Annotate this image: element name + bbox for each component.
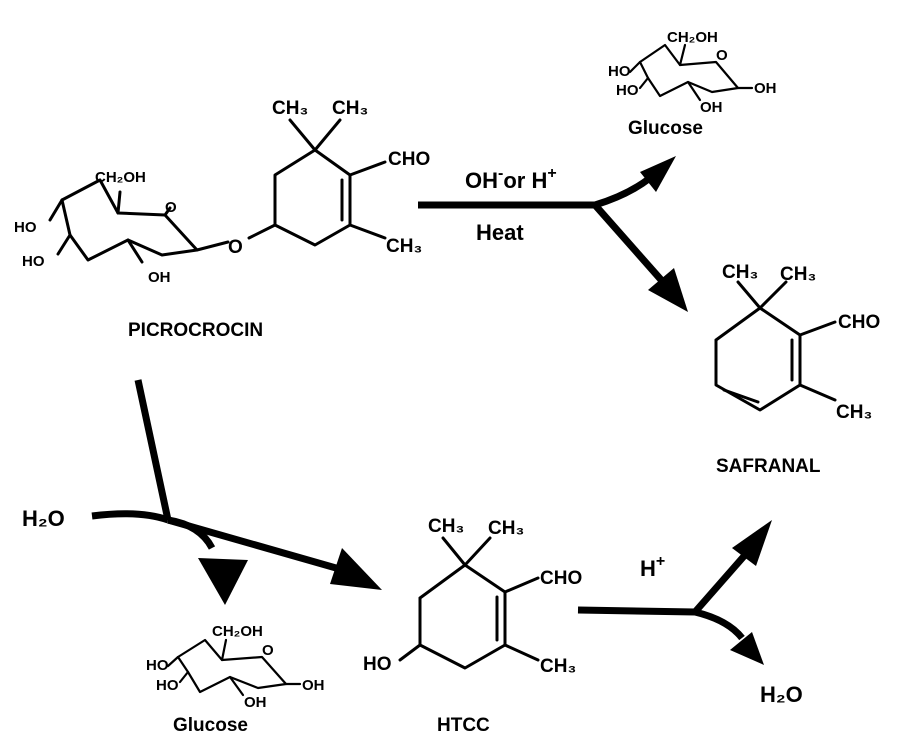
glucose-top-structure (628, 43, 754, 102)
glucose-top-ring-oxygen-label: O (716, 47, 728, 64)
dehydration-acid-label: H+ (640, 553, 665, 581)
picrocrocin-ch3-label-a: CH₃ (272, 98, 308, 119)
glucose-bottom-oh-label-b: OH (302, 677, 325, 694)
hydrolysis-arrows (91, 379, 382, 605)
glucose-bottom-ho-label-b: HO (156, 677, 179, 694)
htcc-ch3-label-b: CH₃ (488, 518, 524, 539)
glucose-top-ch2oh-label: CH₂OH (667, 29, 718, 46)
safranal-structure (714, 280, 837, 412)
dehydration-water-label: H₂O (760, 682, 803, 707)
glucose-bottom-structure (166, 638, 302, 697)
safranal-cho-label: CHO (838, 312, 880, 333)
arrowhead-to-htcc (330, 548, 382, 590)
picrocrocin-oh-label: OH (148, 269, 171, 286)
glucose-top-oh-label-b: OH (754, 80, 777, 97)
htcc-name: HTCC (437, 715, 490, 736)
safranal-ch3-label-b: CH₃ (780, 264, 816, 285)
picrocrocin-ch3-label-c: CH₃ (386, 236, 422, 257)
glucose-top-name: Glucose (628, 118, 703, 139)
safranal-ch3-label-a: CH₃ (722, 262, 758, 283)
picrocrocin-ring-oxygen-label: O (165, 199, 177, 216)
hydrolysis-water-label: H₂O (22, 506, 65, 531)
htcc-structure (398, 536, 540, 670)
picrocrocin-ho-label-b: HO (22, 253, 45, 270)
picrocrocin-cyclohexene-ring (247, 118, 387, 247)
safranal-ch3-label-c: CH₃ (836, 402, 872, 423)
dehydration-arrows (577, 520, 772, 665)
picrocrocin-structure: CH₂OH O HO HO OH O CH₃ CH₃ CHO CH₃ PICRO… (14, 98, 430, 341)
safranal-name: SAFRANAL (716, 456, 821, 477)
htcc-ch3-label-c: CH₃ (540, 656, 576, 677)
picrocrocin-glucose-ring (48, 178, 230, 264)
glucose-top-ho-label-a: HO (608, 63, 631, 80)
picrocrocin-ho-label-a: HO (14, 219, 37, 236)
top-reagent-hydroxide: OH-or H+ (465, 165, 557, 193)
picrocrocin-glycosidic-oxygen-label: O (228, 237, 243, 258)
glucose-bottom-ch2oh-label: CH₂OH (212, 623, 263, 640)
top-condition-heat: Heat (476, 220, 524, 245)
glucose-bottom-ho-label-a: HO (146, 657, 169, 674)
arrowhead-to-glucose-top (640, 156, 676, 192)
picrocrocin-ch2oh-label: CH₂OH (95, 169, 146, 186)
arrowhead-to-water (730, 632, 764, 665)
glucose-bottom-ring-oxygen-label: O (262, 642, 274, 659)
glucose-top-ho-label-b: HO (616, 82, 639, 99)
picrocrocin-name: PICROCROCIN (128, 320, 263, 341)
glucose-top-oh-label-a: OH (700, 99, 723, 116)
glucose-bottom-oh-label-a: OH (244, 694, 267, 711)
top-reaction-arrows (418, 156, 688, 312)
picrocrocin-ch3-label-b: CH₃ (332, 98, 368, 119)
picrocrocin-cho-label: CHO (388, 149, 430, 170)
arrowhead-to-glucose-bottom (198, 558, 248, 605)
glucose-bottom-name: Glucose (173, 715, 248, 736)
arrowhead-to-safranal-bottom (732, 520, 772, 566)
htcc-cho-label: CHO (540, 568, 582, 589)
arrowhead-to-safranal (648, 268, 688, 312)
htcc-ch3-label-a: CH₃ (428, 516, 464, 537)
htcc-ho-label: HO (363, 654, 392, 675)
